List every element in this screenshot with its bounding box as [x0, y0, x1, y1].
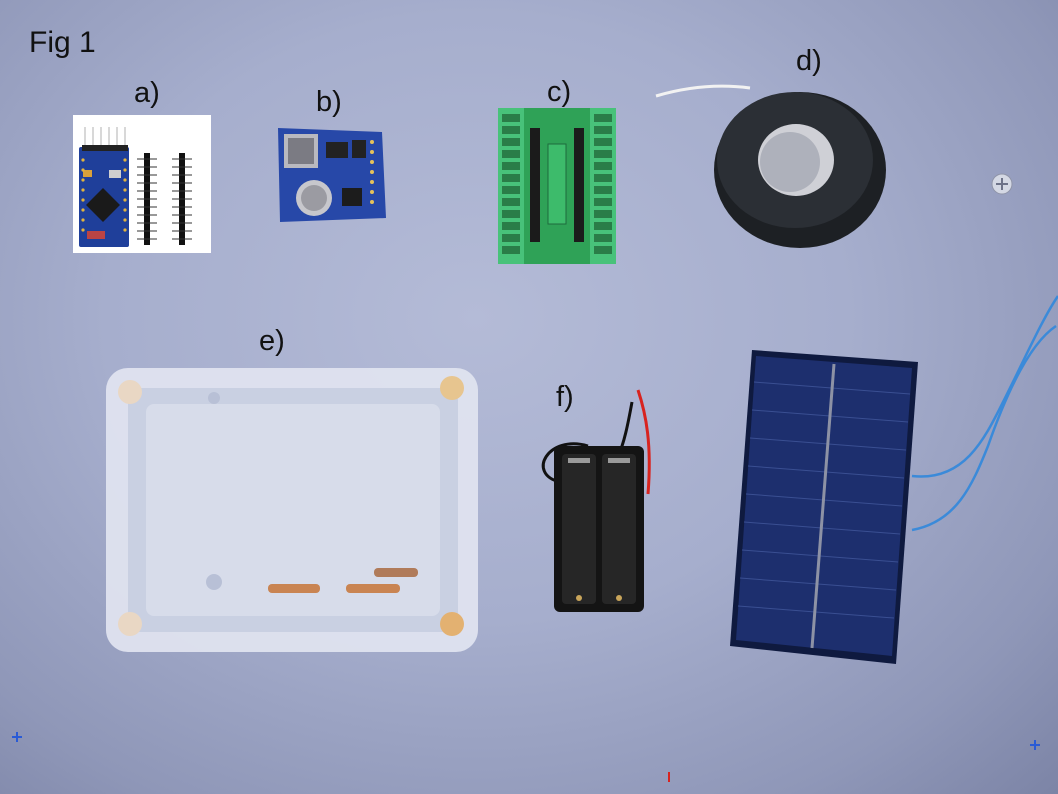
- label-e: e): [259, 325, 285, 357]
- nano-terminal-adapter: [494, 104, 620, 266]
- blue-mark: [1028, 738, 1042, 752]
- blue-mark: [10, 730, 24, 744]
- battery-holder: [528, 384, 662, 618]
- label-c: c): [547, 76, 572, 108]
- screw-icon: [990, 172, 1014, 196]
- label-b: b): [316, 86, 342, 118]
- label-a: a): [134, 77, 160, 109]
- label-f: f): [556, 381, 574, 413]
- clear-enclosure-box: [96, 362, 486, 658]
- sd-rtc-module: [272, 122, 392, 226]
- ferrite-toroid-core: [650, 78, 890, 252]
- red-mark: [664, 770, 674, 784]
- solar-panel: [726, 286, 1058, 666]
- figure-title: Fig 1: [29, 26, 96, 59]
- arduino-pro-mini-image: [73, 115, 211, 253]
- label-d: d): [796, 45, 822, 77]
